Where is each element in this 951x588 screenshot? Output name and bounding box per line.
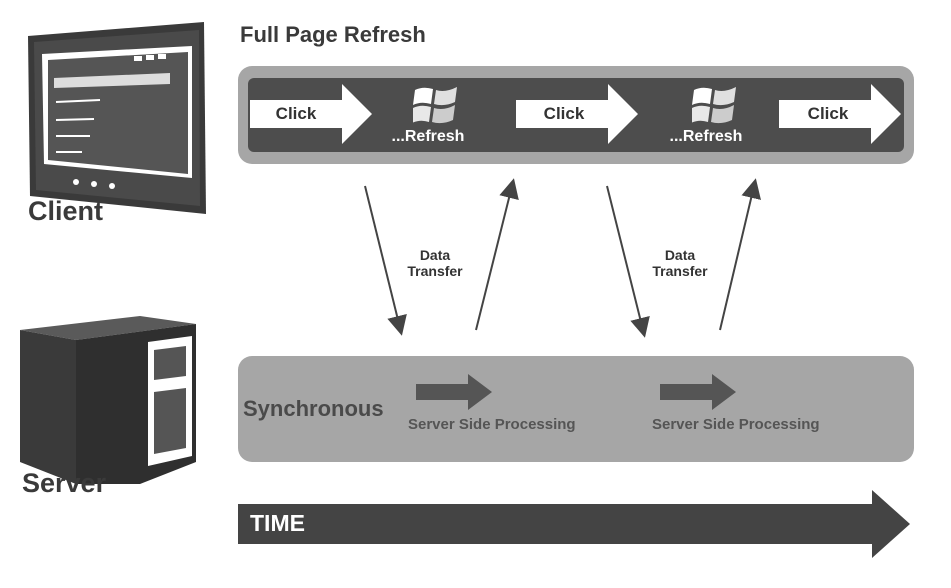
time-arrow [238, 490, 910, 558]
response-arrow-2 [719, 178, 761, 331]
client-label: Client [28, 196, 104, 226]
server-processing-label-1: Server Side Processing [408, 416, 576, 433]
click-label-2: Click [543, 104, 585, 123]
response-arrow-1 [475, 178, 519, 331]
server-tower-icon [20, 316, 196, 484]
data-transfer-1-line1: Data [419, 247, 451, 263]
click-arrow-1 [250, 84, 372, 144]
click-arrow-2 [516, 84, 638, 144]
synchronous-label: Synchronous [243, 396, 384, 421]
click-label-1: Click [275, 104, 317, 123]
click-arrow-3 [779, 84, 901, 144]
processing-arrow-2 [660, 374, 736, 410]
refresh-label-2: ...Refresh [669, 128, 743, 145]
diagram-title: Full Page Refresh [240, 22, 426, 47]
monitor-icon [28, 22, 206, 214]
click-label-3: Click [807, 104, 849, 123]
data-transfer-label-2: Data Transfer [635, 247, 725, 279]
refresh-label-1: ...Refresh [391, 128, 465, 145]
data-transfer-label-1: Data Transfer [390, 247, 480, 279]
processing-arrow-1 [416, 374, 492, 410]
request-arrow-2 [606, 185, 650, 338]
server-timeline-bar [238, 356, 914, 462]
request-arrow-1 [364, 185, 407, 336]
data-transfer-2-line2: Transfer [652, 263, 708, 279]
data-transfer-2-line1: Data [664, 247, 696, 263]
windows-logo-icon [692, 87, 736, 124]
time-label: TIME [250, 510, 305, 536]
data-transfer-1-line2: Transfer [407, 263, 463, 279]
windows-logo-icon [413, 87, 457, 124]
server-processing-label-2: Server Side Processing [652, 416, 820, 433]
server-label: Server [22, 468, 107, 498]
